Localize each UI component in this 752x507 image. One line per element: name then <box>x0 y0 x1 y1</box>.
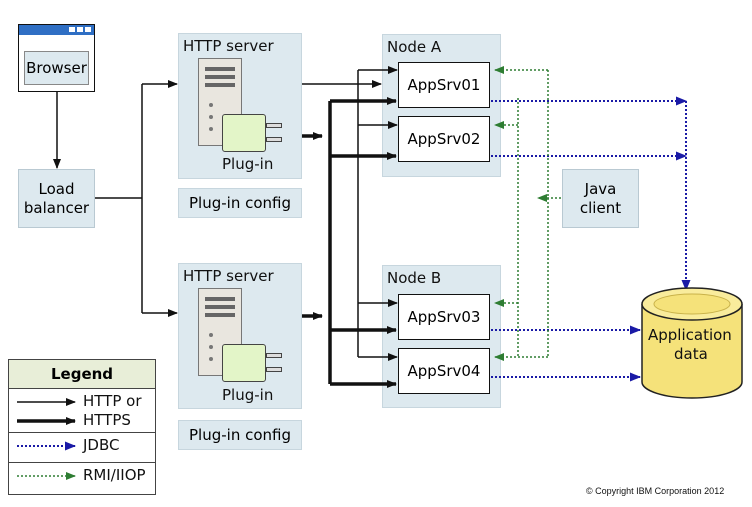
legend-rmi: RMI/IIOP <box>83 466 146 484</box>
browser-window: Browser <box>18 24 95 92</box>
plugin-1-label: Plug-in <box>222 155 274 173</box>
copyright-text: © Copyright IBM Corporation 2012 <box>586 486 725 496</box>
legend-http-line2: HTTPS <box>83 411 131 429</box>
database-cylinder-icon <box>641 287 743 399</box>
appsrv02-label: AppSrv02 <box>407 130 481 148</box>
appsrv01-label: AppSrv01 <box>407 76 481 94</box>
legend-title: Legend <box>50 365 114 383</box>
application-data-line1: Application <box>648 326 732 344</box>
application-data-line2: data <box>674 345 708 363</box>
load-balancer-line2: balancer <box>23 198 90 217</box>
appsrv02-box: AppSrv02 <box>398 116 490 162</box>
plugin-config-2: Plug-in config <box>178 420 302 450</box>
appsrv04-box: AppSrv04 <box>398 348 490 394</box>
plugin-config-1: Plug-in config <box>178 188 302 218</box>
java-client-line2: client <box>579 198 622 217</box>
browser-label: Browser <box>26 59 87 77</box>
legend-divider-1 <box>9 432 155 433</box>
browser-title-bar <box>19 25 94 35</box>
plugin-config-1-label: Plug-in config <box>189 194 291 212</box>
node-b-title: Node B <box>387 269 442 287</box>
server-tower-2-icon <box>198 288 242 376</box>
appsrv03-label: AppSrv03 <box>407 308 481 326</box>
legend-header: Legend <box>9 360 155 389</box>
plugin-2-icon <box>222 344 266 382</box>
appsrv04-label: AppSrv04 <box>407 362 481 380</box>
legend: Legend HTTP or HTTPS JDBC RMI/IIOP <box>8 359 156 495</box>
legend-symbols <box>17 398 76 480</box>
plugin-2-prong-bottom <box>266 367 282 372</box>
plugin-2-label: Plug-in <box>222 386 274 404</box>
http-server-2-title: HTTP server <box>183 267 274 285</box>
legend-divider-2 <box>9 462 155 463</box>
load-balancer-line1: Load <box>38 179 75 198</box>
legend-http-line1: HTTP or <box>83 392 142 410</box>
java-client: Java client <box>562 169 639 228</box>
plugin-1-prong-top <box>266 123 282 128</box>
appsrv01-box: AppSrv01 <box>398 62 490 108</box>
load-balancer: Load balancer <box>18 169 95 228</box>
http-server-1-title: HTTP server <box>183 37 274 55</box>
plugin-1-icon <box>222 114 266 152</box>
plugin-2-prong-top <box>266 353 282 358</box>
browser-content: Browser <box>24 51 89 85</box>
plugin-1-prong-bottom <box>266 137 282 142</box>
plugin-config-2-label: Plug-in config <box>189 426 291 444</box>
appsrv03-box: AppSrv03 <box>398 294 490 340</box>
browser-window-controls <box>69 27 91 32</box>
legend-jdbc: JDBC <box>83 436 120 454</box>
java-client-line1: Java <box>584 179 617 198</box>
node-a-title: Node A <box>387 38 442 56</box>
